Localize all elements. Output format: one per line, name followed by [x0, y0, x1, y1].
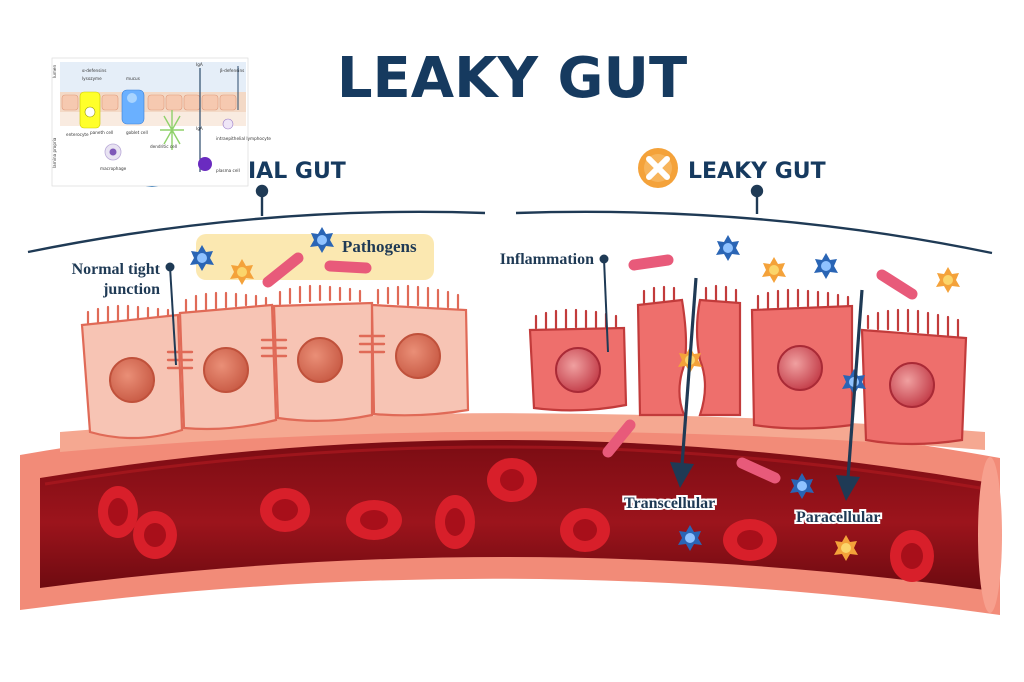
- inflamed-cell: [750, 288, 854, 430]
- blue-pathogen: [310, 227, 334, 253]
- inset-intraepithelial-lymphocyte: intraepithelial lymphocyte: [216, 136, 271, 141]
- inset-enterocyte: enterocyte: [66, 132, 89, 137]
- tight-junctions: [166, 334, 386, 370]
- inset-plasma-cell: plasma cell: [216, 168, 240, 173]
- bracket-lines: [27, 184, 993, 255]
- rbc: [487, 458, 537, 502]
- inflammation-label: Inflammation: [500, 251, 594, 268]
- normal-gut-heading: IAL GUT: [248, 159, 346, 184]
- rod-bacterium: [876, 269, 918, 300]
- inset-dendritic-cell: dendritic cell: [150, 144, 177, 149]
- orange-pathogen: [230, 259, 254, 285]
- inset-lumen: lumen: [52, 65, 57, 78]
- inflamed-cell-damaged: [636, 284, 742, 417]
- normal-cell: [80, 304, 184, 440]
- red-blood-cells: [98, 458, 934, 582]
- rbc: [560, 508, 610, 552]
- rbc: [346, 500, 402, 540]
- rod-bacterium: [602, 419, 636, 458]
- rod-bacterium: [262, 252, 304, 288]
- rbc: [133, 511, 177, 559]
- transcellular-label: Transcellular: [624, 495, 715, 512]
- normal-cell: [370, 284, 470, 417]
- pathogens-highlight: [196, 234, 434, 280]
- normal-cell: [272, 284, 374, 422]
- rbc: [723, 519, 777, 561]
- rod-bacterium: [324, 260, 372, 274]
- tight-junction-label-line1: Normal tight: [72, 261, 161, 278]
- inset-paneth-cell: paneth cell: [90, 130, 113, 135]
- main-title: LEAKY GUT: [337, 46, 687, 111]
- orange-pathogen: [936, 267, 960, 293]
- inset-immune-cells: [104, 66, 239, 172]
- tight-junction-label-line2: junction: [102, 281, 160, 298]
- inset-iga-bottom: IgA: [196, 126, 203, 131]
- blue-pathogen: [814, 253, 838, 279]
- transcellular-arrow: [670, 277, 698, 488]
- inset-goblet-cell: goblet cell: [126, 130, 148, 135]
- rod-bacterium: [736, 457, 781, 484]
- normal-epithelium: [80, 284, 470, 440]
- rbc: [260, 488, 310, 532]
- paracellular-arrow: [836, 289, 864, 501]
- rod-bacteria: [262, 252, 918, 484]
- inflamed-cell: [528, 308, 628, 412]
- rod-bacterium: [628, 254, 674, 271]
- normal-cell: [178, 291, 278, 431]
- blue-pathogen: [190, 245, 214, 271]
- rbc: [435, 495, 475, 549]
- inset-macrophage: macrophage: [100, 166, 127, 171]
- pathogens-label: Pathogens: [342, 237, 417, 256]
- inset-lamina-propria: lamina propria: [52, 137, 57, 168]
- x-icon: [638, 148, 678, 188]
- blue-pathogen: [716, 235, 740, 261]
- inset-beta-defensins: β-defensins: [220, 68, 244, 73]
- blue-pathogen: [790, 473, 814, 499]
- inset-lysozyme: lysozyme: [82, 76, 102, 81]
- leaky-epithelium: [528, 284, 968, 446]
- rbc: [98, 486, 138, 538]
- inset-iga-top: IgA: [196, 62, 203, 67]
- blue-pathogen: [678, 525, 702, 551]
- leaky-gut-heading: LEAKY GUT: [688, 159, 826, 184]
- inset-mucus: mucus: [126, 76, 140, 81]
- paracellular-label: Paracellular: [796, 509, 880, 526]
- rbc: [890, 530, 934, 582]
- orange-pathogen: [834, 535, 858, 561]
- inset-alpha-defensins: α-defensins: [82, 68, 106, 73]
- orange-pathogen: [762, 257, 786, 283]
- intestinal-cells-inset: lumen lamina propria α-defensins lysozym…: [51, 57, 271, 187]
- inflamed-cell: [860, 308, 968, 446]
- label-leaders: [165, 254, 609, 366]
